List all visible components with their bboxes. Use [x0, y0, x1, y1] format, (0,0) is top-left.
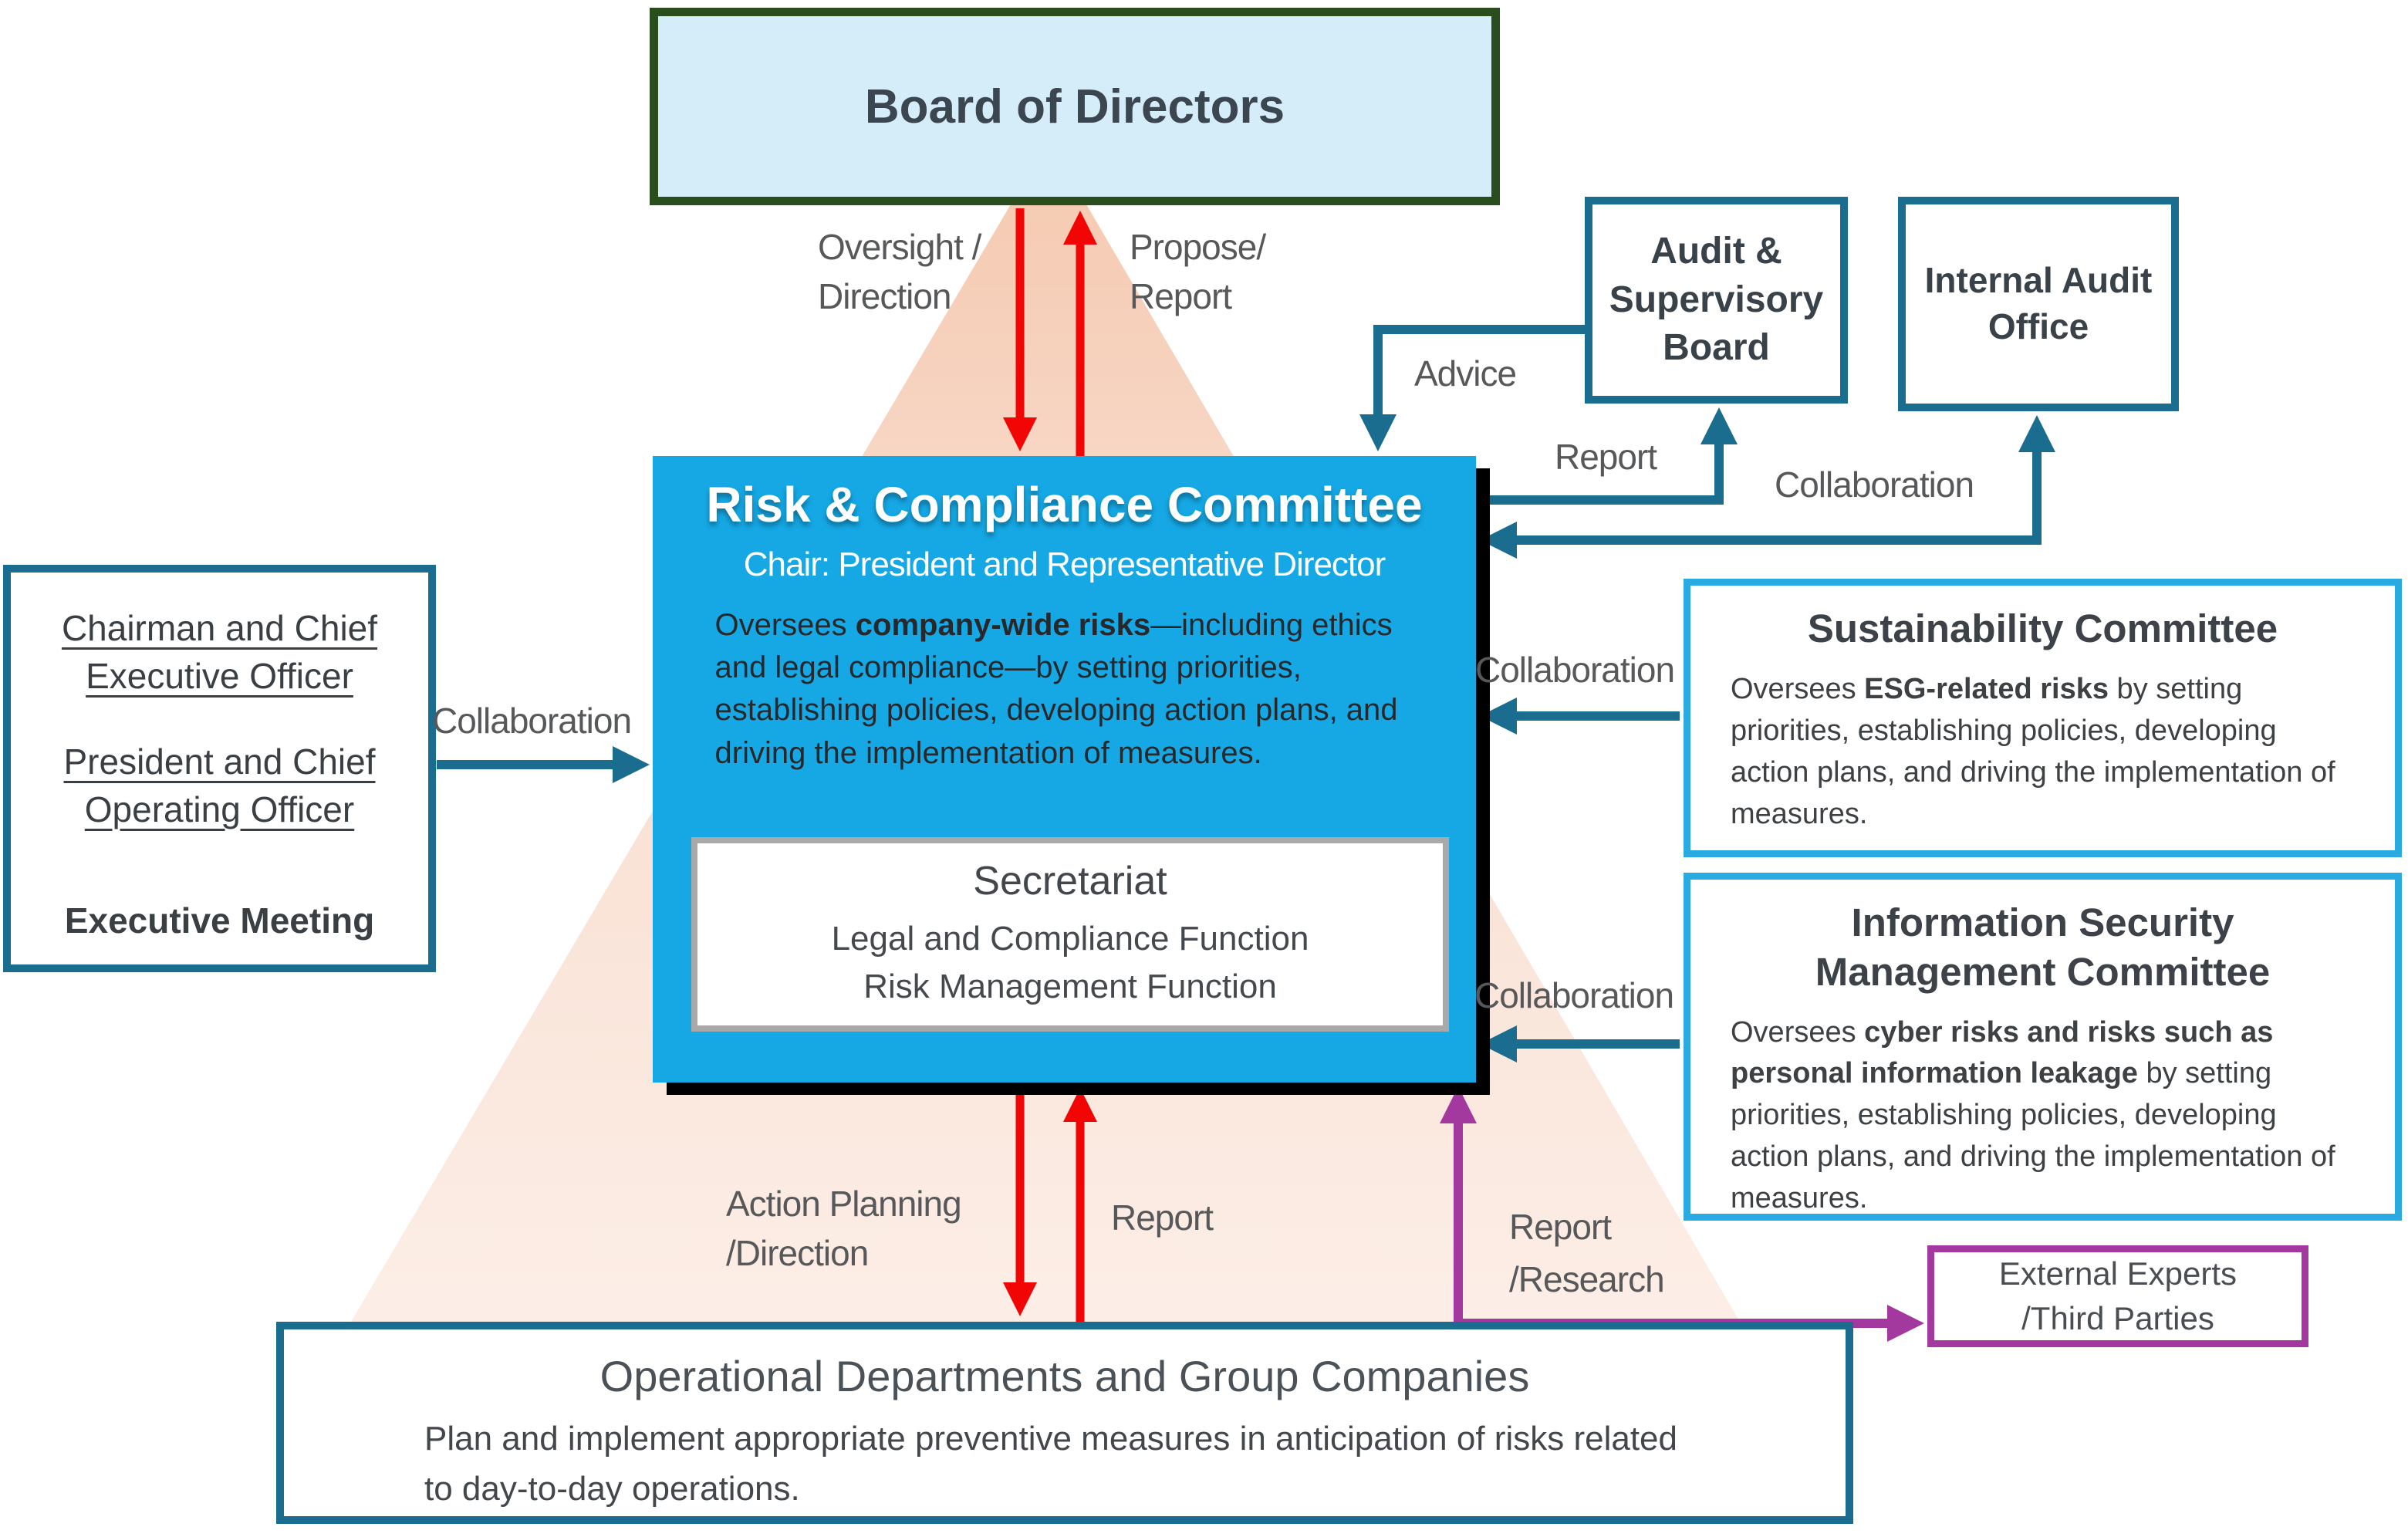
- external-experts-box: External Experts /Third Parties: [1927, 1245, 2308, 1347]
- executives-box: Chairman and Chief Executive Officer Pre…: [3, 565, 436, 972]
- operational-departments-description: Plan and implement appropriate preventiv…: [424, 1420, 1677, 1508]
- label-report-research: Report /Research: [1509, 1207, 1665, 1299]
- board-of-directors-title: Board of Directors: [864, 79, 1285, 133]
- label-action-planning-direction: Action Planning /Direction: [726, 1184, 962, 1273]
- secretariat-box: Secretariat Legal and Compliance Functio…: [691, 837, 1449, 1032]
- label-collaboration-sustainability: Collaboration: [1475, 650, 1675, 690]
- label-collaboration-executives: Collaboration: [432, 701, 632, 741]
- operational-departments-box: Operational Departments and Group Compan…: [276, 1322, 1853, 1524]
- infosec-committee-title: Information Security Management Committe…: [1815, 900, 2271, 994]
- infosec-description-pre: Oversees: [1731, 1015, 1865, 1049]
- label-collaboration-internal-audit: Collaboration: [1775, 464, 1974, 505]
- executive-item-chairman-ceo: Chairman and Chief Executive Officer: [61, 608, 378, 696]
- label-advice: Advice: [1414, 353, 1517, 394]
- external-experts-line1: External Experts: [1998, 1255, 2237, 1292]
- sustainability-description-bold: ESG-related risks: [1864, 672, 2109, 705]
- label-report-operational: Report: [1111, 1198, 1214, 1238]
- executive-item-president-coo: President and Chief Operating Officer: [63, 741, 376, 829]
- infosec-committee-description: Oversees cyber risks and risks such as p…: [1731, 1012, 2355, 1221]
- sustainability-committee-description: Oversees ESG-related risks by setting pr…: [1731, 669, 2355, 836]
- label-propose-report: Propose/ Report: [1130, 227, 1266, 316]
- operational-departments-title: Operational Departments and Group Compan…: [599, 1352, 1530, 1400]
- committee-chair: Chair: President and Representative Dire…: [743, 546, 1386, 583]
- sustainability-committee-title: Sustainability Committee: [1807, 606, 2278, 650]
- infosec-committee-box: Information Security Management Committe…: [1684, 873, 2402, 1221]
- board-of-directors-box: Board of Directors: [650, 8, 1500, 205]
- sustainability-description-pre: Oversees: [1731, 672, 1865, 705]
- label-oversight-direction: Oversight / Direction: [818, 227, 981, 316]
- internal-audit-office-title: Internal Audit Office: [1924, 260, 2153, 346]
- committee-description-pre: Oversees: [714, 608, 856, 642]
- sustainability-description-post: by setting priorities, establishing poli…: [1731, 672, 2335, 830]
- committee-description-bold: company-wide risks: [855, 608, 1151, 642]
- committee-description-post: —including ethics and legal compliance—b…: [714, 608, 1398, 770]
- external-experts-line2: /Third Parties: [2021, 1300, 2214, 1336]
- label-collaboration-infosec: Collaboration: [1474, 975, 1674, 1015]
- executive-item-executive-meeting: Executive Meeting: [64, 900, 375, 941]
- secretariat-title: Secretariat: [973, 858, 1167, 904]
- secretariat-function-risk: Risk Management Function: [863, 968, 1277, 1005]
- sustainability-committee-box: Sustainability Committee Oversees ESG-re…: [1684, 579, 2402, 857]
- audit-supervisory-board-title: Audit & Supervisory Board: [1609, 231, 1824, 369]
- internal-audit-office-box: Internal Audit Office: [1898, 197, 2179, 411]
- committee-title: Risk & Compliance Committee: [706, 477, 1423, 532]
- infosec-description-bold: cyber risks and risks such as personal i…: [1731, 1015, 2274, 1090]
- secretariat-function-legal: Legal and Compliance Function: [831, 919, 1309, 958]
- label-report-audit-board: Report: [1555, 437, 1657, 477]
- audit-supervisory-board-box: Audit & Supervisory Board: [1585, 197, 1848, 404]
- committee-description: Oversees company-wide risks—including et…: [715, 604, 1414, 775]
